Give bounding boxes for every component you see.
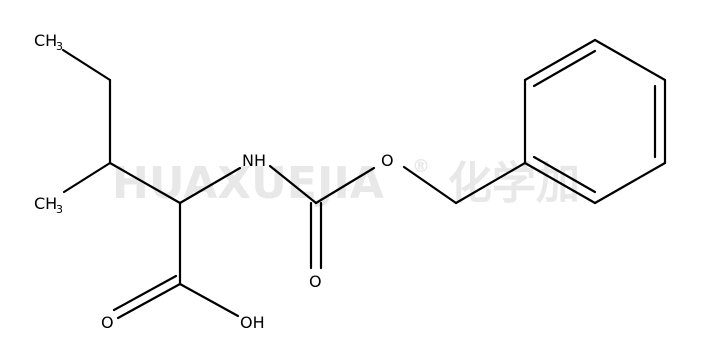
- svg-text:CH: CH: [34, 194, 57, 213]
- atom-label-ch3-top: CH 3: [34, 31, 63, 53]
- bond-ch-calpha: [108, 161, 182, 205]
- bond-cooh-double-1: [116, 282, 182, 320]
- watermark-text: HUAXUEJIA: [112, 158, 384, 209]
- watermark-mark: ®: [412, 156, 430, 177]
- svg-text:CH: CH: [34, 31, 57, 50]
- bond-cooh-double-2: [112, 274, 178, 312]
- bond-calpha-nh: [178, 166, 242, 205]
- atom-label-oh: OH: [240, 313, 265, 332]
- bond-cooh-oh: [178, 282, 240, 318]
- benzene-ring: [523, 38, 667, 205]
- watermark: HUAXUEJIA ® 化学加: [112, 156, 580, 209]
- atom-label-o-carbonyl: O: [309, 272, 322, 291]
- bond-ch3top-ch2: [61, 48, 112, 82]
- atom-label-ch3-left: CH 3: [34, 194, 63, 216]
- atom-label-nh: NH: [242, 151, 266, 170]
- bond-ch2-ring: [454, 161, 527, 205]
- bond-ch-ch3left: [62, 161, 112, 194]
- atom-label-o-ester: O: [381, 151, 394, 170]
- atom-label-o-acid: O: [101, 313, 114, 332]
- bond-oester-ch2: [402, 165, 458, 205]
- bond-nh-ccarbamate: [268, 164, 318, 205]
- svg-text:3: 3: [56, 203, 63, 216]
- bond-ccarbamate-oester: [314, 166, 376, 205]
- svg-text:3: 3: [56, 40, 63, 53]
- watermark-cn: 化学加: [448, 158, 580, 209]
